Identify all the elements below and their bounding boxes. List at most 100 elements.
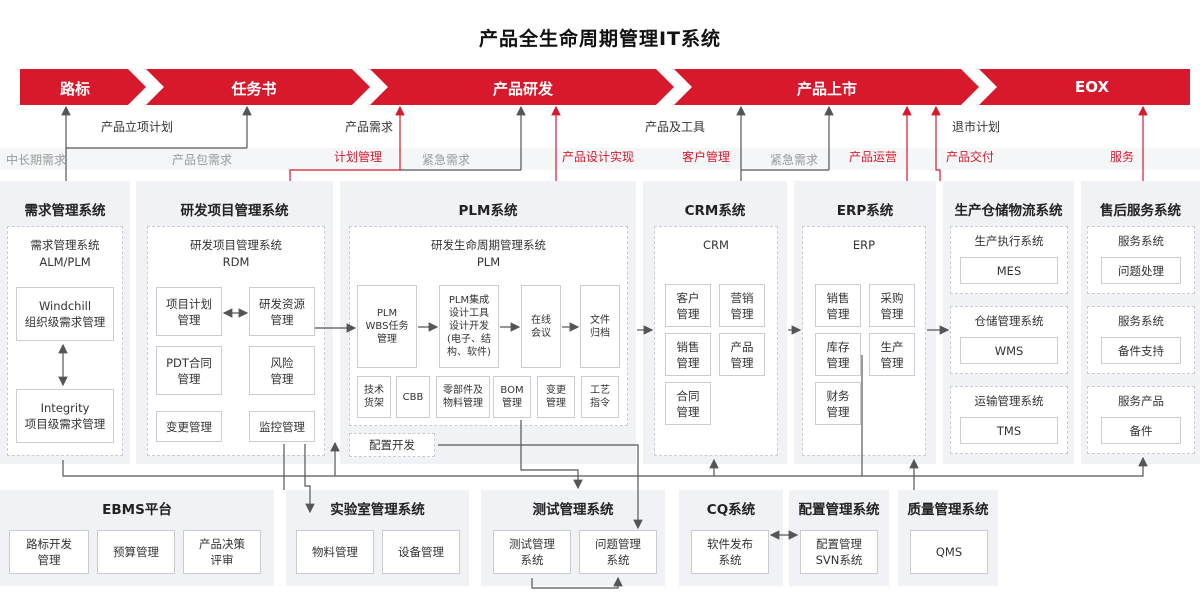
spare-parts-box[interactable]: 备件 xyxy=(1101,417,1181,444)
label-product-initiation: 产品立项计划 xyxy=(101,120,174,134)
rdm-monitor-box[interactable]: 监控管理 xyxy=(249,411,315,442)
as-group-3-label: 服务产品 xyxy=(1118,394,1164,408)
wms-box[interactable]: WMS xyxy=(960,337,1058,364)
mes-box[interactable]: MES xyxy=(960,257,1058,284)
ebms-roadmap-box[interactable]: 路标开发 管理 xyxy=(9,530,89,574)
windchill-box[interactable]: Windchill 组织级需求管理 xyxy=(16,287,114,341)
link-test-feedback xyxy=(531,576,623,589)
stage-label-eox: EOX xyxy=(1074,78,1110,96)
stage-arrow-charter xyxy=(146,69,370,105)
crm-system-subtitle: CRM xyxy=(703,238,729,252)
lab-material-box[interactable]: 物料管理 xyxy=(296,530,374,574)
after-sales-system-title: 售后服务系统 xyxy=(1100,203,1181,219)
integrity-box[interactable]: Integrity 项目级需求管理 xyxy=(16,389,114,443)
rdm-risk-box[interactable]: 风险 管理 xyxy=(249,346,315,395)
ebms-decision-box[interactable]: 产品决策 评审 xyxy=(183,530,261,574)
plm-bom-box[interactable]: BOM 管理 xyxy=(493,376,531,418)
plm-meeting-box[interactable]: 在线 会议 xyxy=(521,285,561,368)
test-mgmt-box[interactable]: 测试管理 系统 xyxy=(493,530,571,574)
label-plan-mgmt: 计划管理 xyxy=(334,150,383,164)
link-plan-mgmt xyxy=(289,105,405,181)
crm-sales-box[interactable]: 销售 管理 xyxy=(665,333,711,376)
link-product-delivery xyxy=(931,105,941,181)
wh-group-mes-label: 生产执行系统 xyxy=(974,234,1044,248)
erp-system-title: ERP系统 xyxy=(836,203,894,219)
plm-process-box[interactable]: 工艺 指令 xyxy=(581,376,619,418)
issue-handling-box[interactable]: 问题处理 xyxy=(1101,257,1181,284)
rdm-system-subtitle: 研发项目管理系统 RDM xyxy=(190,238,282,269)
label-exit-plan: 退市计划 xyxy=(952,120,1001,134)
erp-finance-box[interactable]: 财务 管理 xyxy=(815,382,861,425)
crm-marketing-box[interactable]: 营销 管理 xyxy=(719,284,765,327)
stage-arrow-roadmap xyxy=(20,69,146,105)
lab-system-title: 实验室管理系统 xyxy=(330,502,425,518)
as-group-2-label: 服务系统 xyxy=(1118,314,1164,328)
svn-config-box[interactable]: 配置管理 SVN系统 xyxy=(800,530,878,574)
stage-label-roadmap: 路标 xyxy=(59,80,90,98)
ebms-title: EBMS平台 xyxy=(102,502,172,518)
erp-system-subtitle: ERP xyxy=(852,238,876,252)
stage-arrow-eox xyxy=(979,69,1190,105)
test-system-title: 测试管理系统 xyxy=(532,502,614,518)
warehouse-system-title: 生产仓储物流系统 xyxy=(954,203,1063,219)
erp-purchase-box[interactable]: 采购 管理 xyxy=(869,284,915,327)
label-product-and-tools: 产品及工具 xyxy=(645,120,706,134)
erp-production-box[interactable]: 生产 管理 xyxy=(869,333,915,376)
stage-label-charter: 任务书 xyxy=(231,80,277,98)
ebms-budget-box[interactable]: 预算管理 xyxy=(97,530,175,574)
label-product-requirements: 产品需求 xyxy=(345,120,394,134)
plm-design-tools-box[interactable]: PLM集成 设计工具 设计开发 (电子、结 构、软件) xyxy=(439,285,499,368)
erp-sales-box[interactable]: 销售 管理 xyxy=(815,284,861,327)
plm-tech-shelf-box[interactable]: 技术 货架 xyxy=(357,376,391,418)
rdm-change-box[interactable]: 变更管理 xyxy=(156,411,222,442)
stage-label-launch: 产品上市 xyxy=(796,80,857,98)
connector-strip xyxy=(0,148,1200,170)
plm-change-box[interactable]: 变更 管理 xyxy=(537,376,575,418)
as-group-1-label: 服务系统 xyxy=(1118,234,1164,248)
label-mid-long-req: 中长期需求 xyxy=(6,153,67,167)
label-urgent-req-1: 紧急需求 xyxy=(422,153,471,167)
spare-support-box[interactable]: 备件支持 xyxy=(1101,337,1181,364)
erp-inventory-box[interactable]: 库存 管理 xyxy=(815,333,861,376)
rdm-pdt-contract-box[interactable]: PDT合同 管理 xyxy=(156,346,222,395)
config-system-title: 配置管理系统 xyxy=(798,502,880,518)
link-req-bus xyxy=(62,456,1148,477)
rdm-system-title: 研发项目管理系统 xyxy=(180,203,289,219)
plm-wbs-box[interactable]: PLM WBS任务 管理 xyxy=(357,285,417,368)
quality-system-title: 质量管理系统 xyxy=(907,502,989,518)
config-dev-box[interactable]: 配置开发 xyxy=(349,433,435,457)
software-release-box[interactable]: 软件发布 系统 xyxy=(691,530,769,574)
qms-box[interactable]: QMS xyxy=(910,530,988,574)
page-title: 产品全生命周期管理IT系统 xyxy=(478,28,722,50)
stage-arrow-bar xyxy=(20,69,1190,105)
label-customer-mgmt: 客户管理 xyxy=(682,150,731,164)
label-service: 服务 xyxy=(1110,150,1135,164)
wh-group-tms-label: 运输管理系统 xyxy=(974,394,1044,408)
plm-archive-box[interactable]: 文件 归档 xyxy=(580,285,620,368)
plm-cbb-box[interactable]: CBB xyxy=(396,376,430,418)
plm-parts-box[interactable]: 零部件及 物料管理 xyxy=(436,376,490,418)
link-monitor-to-lab xyxy=(304,444,315,514)
stage-arrow-launch xyxy=(674,69,979,105)
rdm-project-plan-box[interactable]: 项目计划 管理 xyxy=(156,287,222,336)
req-system-subtitle: 需求管理系统 ALM/PLM xyxy=(30,238,100,269)
tms-box[interactable]: TMS xyxy=(960,417,1058,444)
label-urgent-req-2: 紧急需求 xyxy=(770,153,819,167)
plm-system-title: PLM系统 xyxy=(458,203,518,219)
plm-system-subtitle: 研发生命周期管理系统 PLM xyxy=(431,238,546,269)
crm-product-box[interactable]: 产品 管理 xyxy=(719,333,765,376)
stage-arrow-development xyxy=(370,69,674,105)
stage-label-development: 产品研发 xyxy=(492,80,553,98)
link-bom-to-test xyxy=(520,420,583,490)
req-system-title: 需求管理系统 xyxy=(24,203,106,219)
issue-mgmt-box[interactable]: 问题管理 系统 xyxy=(579,530,657,574)
crm-contract-box[interactable]: 合同 管理 xyxy=(665,382,711,425)
cq-system-title: CQ系统 xyxy=(706,502,756,518)
lab-equipment-box[interactable]: 设备管理 xyxy=(382,530,460,574)
crm-customer-box[interactable]: 客户 管理 xyxy=(665,284,711,327)
link-plm-to-test-1 xyxy=(438,444,643,530)
rdm-resource-box[interactable]: 研发资源 管理 xyxy=(249,287,315,336)
label-product-ops: 产品运营 xyxy=(849,150,898,164)
label-product-delivery: 产品交付 xyxy=(946,150,995,164)
